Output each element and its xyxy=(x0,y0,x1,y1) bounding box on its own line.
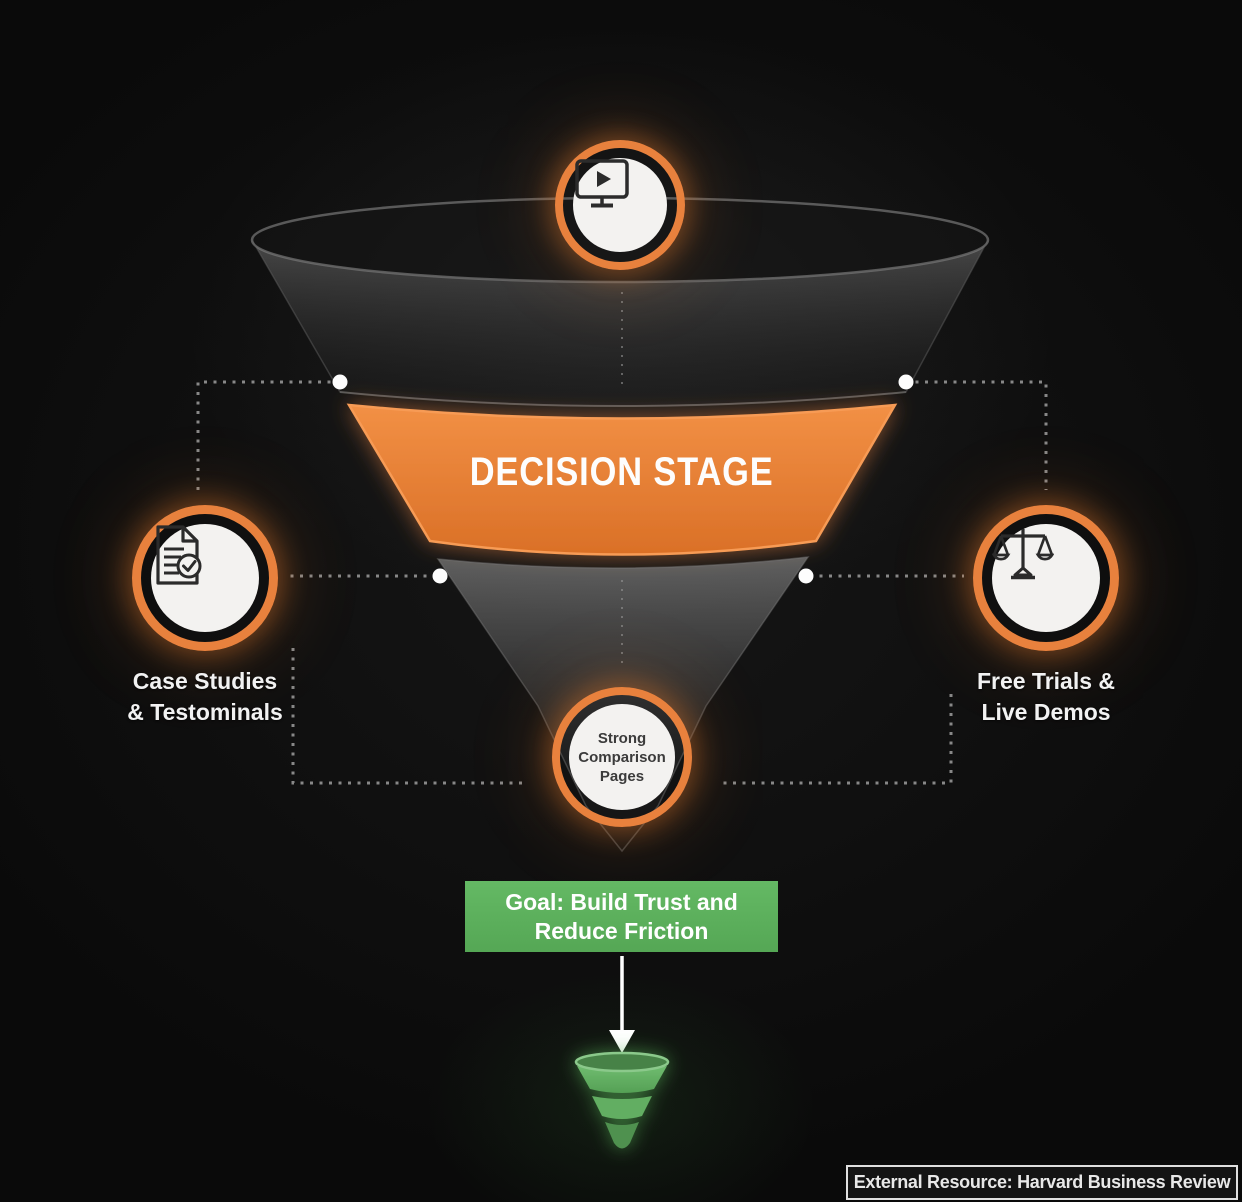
goal-banner: Goal: Build Trust and Reduce Friction xyxy=(465,881,778,952)
comparison-pages-line1: Strong xyxy=(597,729,647,747)
node-case-studies xyxy=(132,505,278,651)
node-video-demos xyxy=(555,140,685,270)
label-case-studies: Case Studies & Testominals xyxy=(127,668,283,725)
decision-stage-band xyxy=(346,403,898,556)
video-monitor-icon xyxy=(575,159,629,208)
document-check-icon xyxy=(156,525,202,585)
comparison-pages-line2: Comparison xyxy=(578,748,666,766)
connector-top-right xyxy=(906,380,1048,490)
dotted-connectors xyxy=(196,380,1048,785)
stage-title: DECISION STAGE xyxy=(470,450,774,494)
down-arrow-icon xyxy=(609,956,635,1053)
external-resource-box: External Resource: Harvard Business Revi… xyxy=(846,1165,1238,1200)
node-free-trials xyxy=(973,505,1119,651)
node-comparison-pages: Strong Comparison Pages xyxy=(552,687,692,827)
external-resource-label: External Resource: Harvard Business Revi… xyxy=(853,1172,1231,1192)
funnel-top-section xyxy=(250,196,990,407)
connector-bottom-right xyxy=(722,694,953,785)
label-free-trials: Free Trials & Live Demos xyxy=(976,668,1116,725)
connector-bottom-left xyxy=(291,648,524,785)
junction-dots xyxy=(332,374,914,584)
scales-icon xyxy=(992,529,1054,580)
connector-top-left xyxy=(196,380,340,490)
mini-funnel-icon xyxy=(574,1051,670,1149)
comparison-pages-line3: Pages xyxy=(599,767,645,785)
